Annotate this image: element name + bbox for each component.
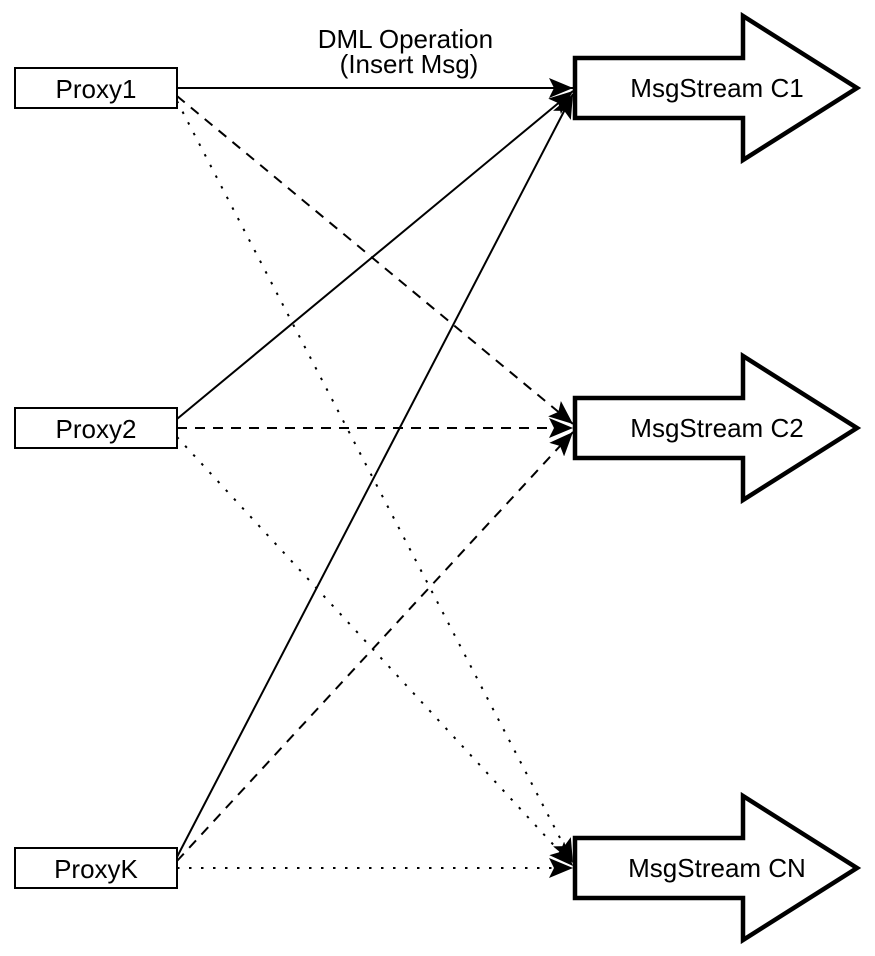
node-msgstream-cn: MsgStream CN — [572, 791, 862, 945]
edge-label-dml-operation: DML Operation (Insert Msg) — [318, 24, 501, 79]
stream-nodes-group: MsgStream C1 MsgStream C2 MsgStream CN — [572, 11, 862, 945]
edge-proxy1-to-c2 — [176, 95, 574, 425]
proxy-nodes-group: Proxy1 Proxy2 ProxyK — [14, 67, 178, 889]
msgstream-c2-label: MsgStream C2 — [630, 413, 803, 443]
msgstream-cn-label: MsgStream CN — [628, 853, 806, 883]
node-msgstream-c2: MsgStream C2 — [572, 351, 862, 505]
edge-proxy1-to-cn — [176, 100, 574, 864]
proxy2-box — [14, 407, 178, 449]
msgstream-c1-label: MsgStream C1 — [630, 73, 803, 103]
proxyk-box — [14, 847, 178, 889]
edges-group — [176, 78, 574, 878]
proxyk-label: ProxyK — [54, 854, 138, 884]
msgstream-cn-block-arrow — [572, 791, 862, 945]
node-msgstream-c1: MsgStream C1 — [572, 11, 862, 165]
node-proxy2: Proxy2 — [14, 407, 178, 449]
msgstream-c1-block-arrow — [572, 11, 862, 165]
edge-proxy2-to-c1 — [176, 90, 574, 420]
node-proxy1: Proxy1 — [14, 67, 178, 109]
msgstream-c2-block-arrow — [572, 351, 862, 505]
edge-proxyk-to-c1 — [176, 93, 574, 858]
edge-proxy2-to-cn — [176, 436, 574, 867]
proxy1-label: Proxy1 — [56, 74, 137, 104]
proxy1-box — [14, 67, 178, 109]
node-proxyk: ProxyK — [14, 847, 178, 889]
proxy2-label: Proxy2 — [56, 414, 137, 444]
edge-proxyk-to-c2 — [176, 431, 574, 862]
